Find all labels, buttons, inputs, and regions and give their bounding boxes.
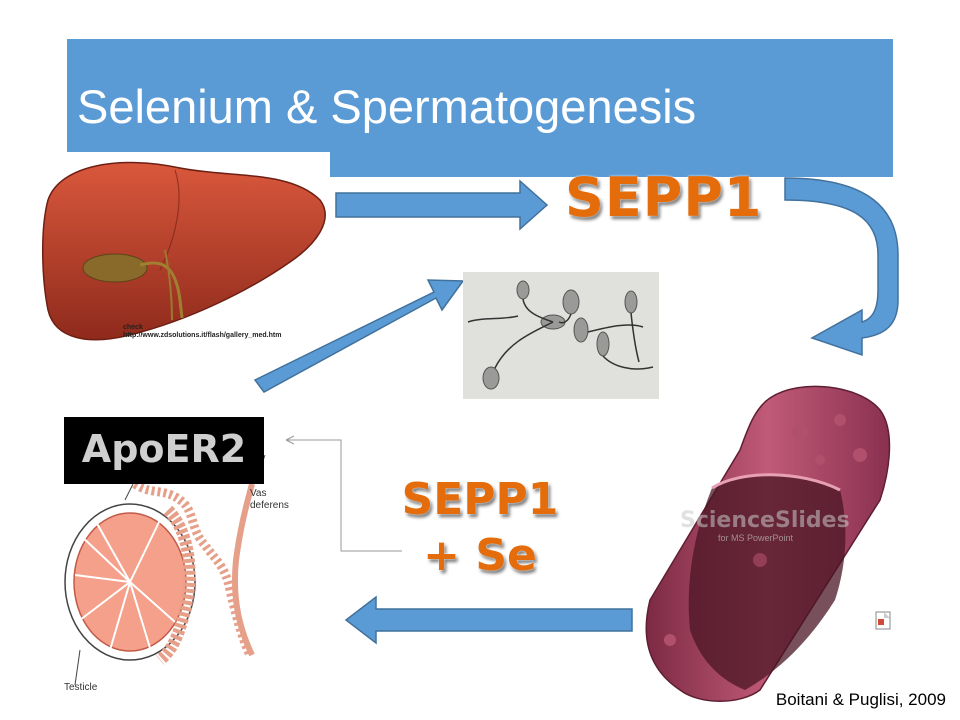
arrow-liver-to-sepp1 (335, 179, 549, 231)
sperm-micrograph (463, 272, 659, 399)
slide-title: Selenium & Spermatogenesis (77, 80, 697, 133)
testicle-label: Testicle (64, 682, 98, 693)
curved-arrow-sepp1-to-vessel (784, 177, 899, 357)
liver-note-check: check (123, 324, 143, 331)
watermark-text: ScienceSlides (680, 508, 850, 533)
apoer2-label: ApoER2 (81, 427, 247, 471)
sperm-drawing (463, 272, 659, 399)
apoer2-box: ApoER2 (64, 417, 264, 484)
arrow-to-sperm (253, 279, 465, 393)
testis-diagram (64, 454, 266, 686)
watermark-subtext: for MS PowerPoint (718, 533, 794, 543)
sepp1-label-top: SEPP1 (565, 166, 763, 229)
blood-vessel-image (645, 385, 891, 702)
document-icon (875, 611, 891, 630)
vas-deferens-line2: deferens (250, 500, 289, 511)
liver-source-note: check http://www.zdsolutions.it/flash/ga… (123, 324, 281, 340)
connector-to-apoer2 (285, 435, 402, 552)
vas-deferens-label: Vas deferens (250, 488, 289, 512)
sepp1-se-line1: SEPP1 (401, 474, 559, 525)
sepp1-se-line2: + Se (423, 530, 537, 581)
citation: Boitani & Puglisi, 2009 (775, 690, 946, 709)
liver-image (41, 161, 326, 341)
liver-note-url: http://www.zdsolutions.it/flash/gallery_… (123, 332, 282, 339)
vas-deferens-line1: Vas (250, 488, 267, 499)
arrow-vessel-to-testis (344, 595, 633, 645)
sepp1-se-label: SEPP1 + Se (400, 472, 560, 584)
title-bar: Selenium & Spermatogenesis (67, 39, 893, 177)
